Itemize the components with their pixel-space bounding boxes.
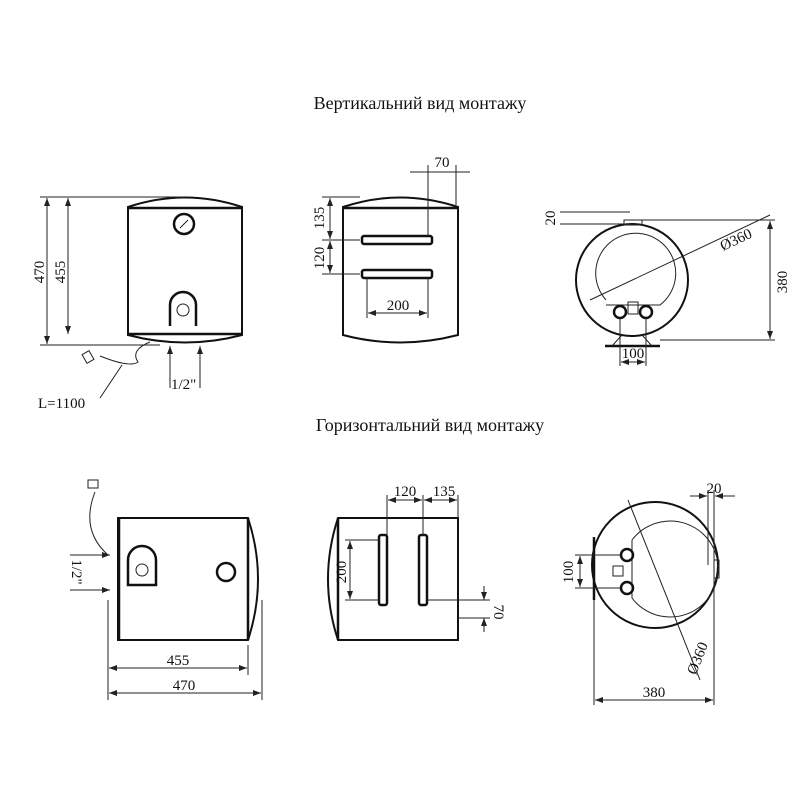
vertical-side-view: 20 Ø360 380 100: [543, 211, 791, 366]
dim-bracket-depth: 20: [707, 481, 722, 497]
mounting-bracket-left: [377, 533, 389, 607]
dim-bracket-depth: 20: [543, 211, 559, 226]
thermometer-dial-icon: [215, 561, 237, 583]
thermometer-dial-icon: [172, 212, 196, 236]
dim-depth-total: 380: [643, 685, 666, 701]
dim-height-total: 470: [32, 261, 48, 284]
vertical-back-view: 70 135 120 200: [312, 155, 470, 344]
dim-length-total: 470: [173, 678, 196, 694]
dim-pipe-size: 1/2": [171, 377, 196, 393]
pipe-inlet-icon: [619, 547, 635, 563]
dim-cable-length: L=1100: [38, 396, 85, 412]
mounting-bracket-bottom: [360, 268, 434, 280]
dim-diameter: Ø360: [685, 640, 712, 677]
thermostat-panel-icon: [168, 290, 198, 326]
dim-depth-total: 380: [775, 271, 791, 294]
plug-icon: [81, 349, 95, 365]
power-cable: [89, 491, 109, 556]
dim-bracket-width: 200: [387, 298, 410, 314]
dim-bracket-spacing: 120: [312, 247, 328, 270]
dim-bracket-offset: 135: [433, 484, 456, 500]
dim-bracket-spacing: 120: [394, 484, 417, 500]
dim-pipe-spacing: 100: [561, 561, 577, 584]
power-cable: [99, 341, 151, 365]
mounting-bracket-top: [360, 234, 434, 246]
dim-height-body: 455: [53, 261, 69, 284]
horizontal-side-view: 100 20 Ø360 380: [561, 481, 735, 705]
dim-side-offset: 70: [490, 605, 506, 620]
dim-top-offset: 70: [435, 155, 450, 171]
dim-pipe-spacing: 100: [622, 346, 645, 362]
vertical-front-view: 470 455 L=1100 1/2": [32, 196, 243, 412]
dim-bracket-length: 200: [334, 561, 350, 584]
horizontal-front-view: 1/2" 455 470: [68, 479, 263, 700]
thermostat-panel-icon: [126, 544, 158, 587]
dim-length-body: 455: [167, 653, 190, 669]
title-vertical-mounting: Вертикальний вид монтажу: [314, 93, 527, 113]
dim-pipe-size: 1/2": [68, 559, 84, 584]
title-horizontal-mounting: Горизонтальний вид монтажу: [316, 415, 544, 435]
pipe-outlet-icon: [619, 580, 635, 596]
horizontal-back-view: 120 135 200 70: [327, 484, 506, 641]
dim-bracket-top: 135: [312, 207, 328, 230]
plug-icon: [87, 479, 99, 489]
